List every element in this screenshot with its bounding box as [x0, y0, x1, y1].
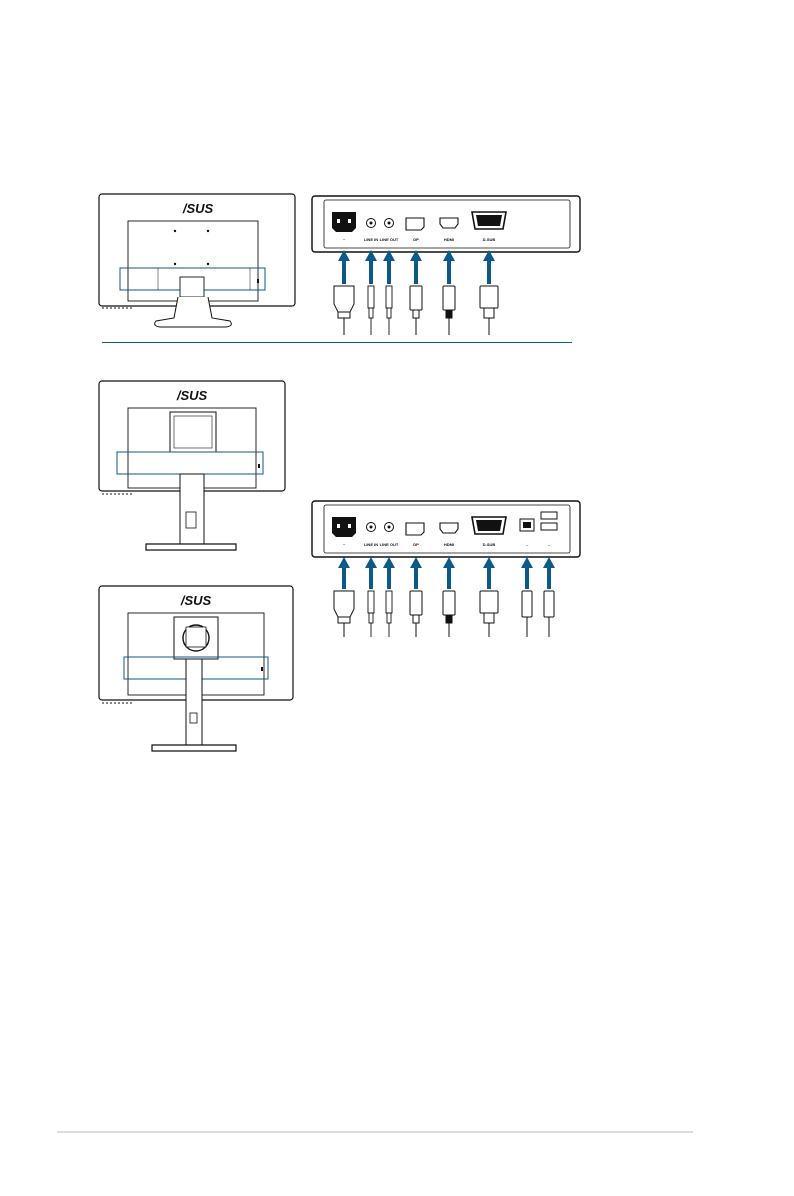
displayport-port-icon [405, 217, 425, 231]
brand-logo: /SUS [176, 388, 208, 403]
brand-logo: /SUS [180, 593, 212, 608]
connection-arrows [338, 557, 555, 589]
svg-text:HDMI: HDMI [444, 542, 454, 547]
svg-text:DP: DP [413, 237, 419, 242]
vga-port-icon [471, 516, 507, 535]
usb-a-cable-icon [543, 590, 555, 637]
power-port-icon [332, 212, 356, 232]
hdmi-cable-icon [442, 285, 456, 335]
audio-cable-in-icon [367, 590, 375, 637]
displayport-cable-icon [409, 285, 423, 335]
power-cable-icon [333, 285, 355, 335]
svg-text:~: ~ [343, 237, 346, 242]
svg-text:HDMI: HDMI [444, 237, 454, 242]
brand-logo: /SUS [182, 201, 214, 216]
svg-text:LINE IN: LINE IN [364, 542, 378, 547]
footer-rule [57, 1131, 693, 1133]
power-port-icon [332, 517, 356, 537]
hdmi-port-icon [439, 522, 459, 534]
svg-text:~: ~ [343, 542, 346, 547]
monitor-back-view-c: /SUS [98, 585, 294, 752]
monitor-back-view-a: /SUS [98, 193, 296, 328]
svg-text:LINE OUT: LINE OUT [380, 542, 399, 547]
hdmi-cable-icon [442, 590, 456, 637]
usb-b-cable-icon [521, 590, 533, 637]
svg-text:↔: ↔ [547, 542, 551, 547]
svg-text:D-SUB: D-SUB [483, 237, 496, 242]
usb-a-ports-icon [540, 511, 558, 531]
svg-text:↔: ↔ [525, 542, 529, 547]
usb-b-port-icon [519, 518, 535, 532]
connection-arrows [338, 250, 495, 284]
svg-text:LINE IN: LINE IN [364, 237, 378, 242]
vga-port-icon [471, 211, 507, 230]
section-divider [102, 342, 572, 343]
power-cable-icon [333, 590, 355, 637]
audio-cable-in-icon [367, 285, 375, 335]
vga-cable-icon [479, 285, 499, 335]
svg-text:D-SUB: D-SUB [483, 542, 496, 547]
audio-cable-out-icon [385, 285, 393, 335]
audio-cable-out-icon [385, 590, 393, 637]
hdmi-port-icon [439, 217, 459, 229]
port-panel-a: ~ LINE IN LINE OUT DP HDMI D-SUB [311, 195, 581, 335]
displayport-cable-icon [409, 590, 423, 637]
port-panel-b: ~ LINE IN LINE OUT DP HDMI D-SUB ↔ ↔ [311, 500, 581, 637]
monitor-back-view-b: /SUS [98, 380, 286, 551]
svg-text:LINE OUT: LINE OUT [380, 237, 399, 242]
vga-cable-icon [479, 590, 499, 637]
svg-text:DP: DP [413, 542, 419, 547]
displayport-port-icon [405, 522, 425, 536]
